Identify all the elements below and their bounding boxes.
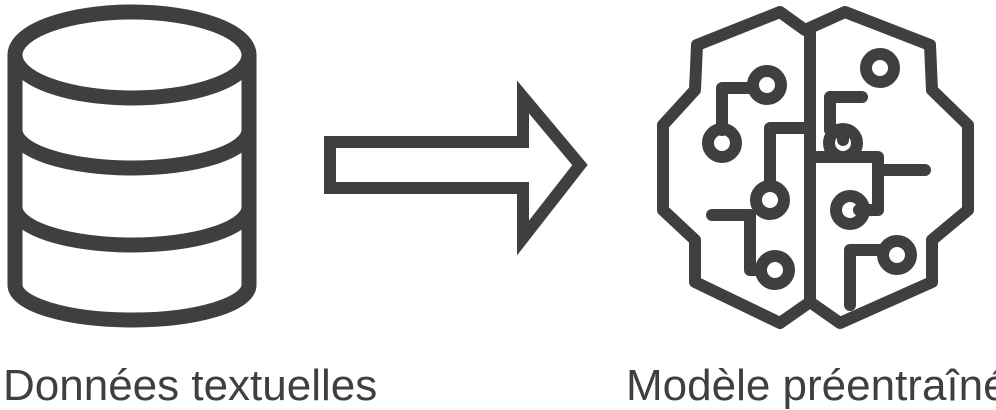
brain-circuit-icon — [657, 6, 974, 329]
database-icon — [7, 4, 257, 328]
source-label: Données textuelles — [3, 361, 378, 410]
target-label: Modèle préentraîné — [626, 361, 996, 410]
arrow-right-icon — [324, 80, 588, 256]
